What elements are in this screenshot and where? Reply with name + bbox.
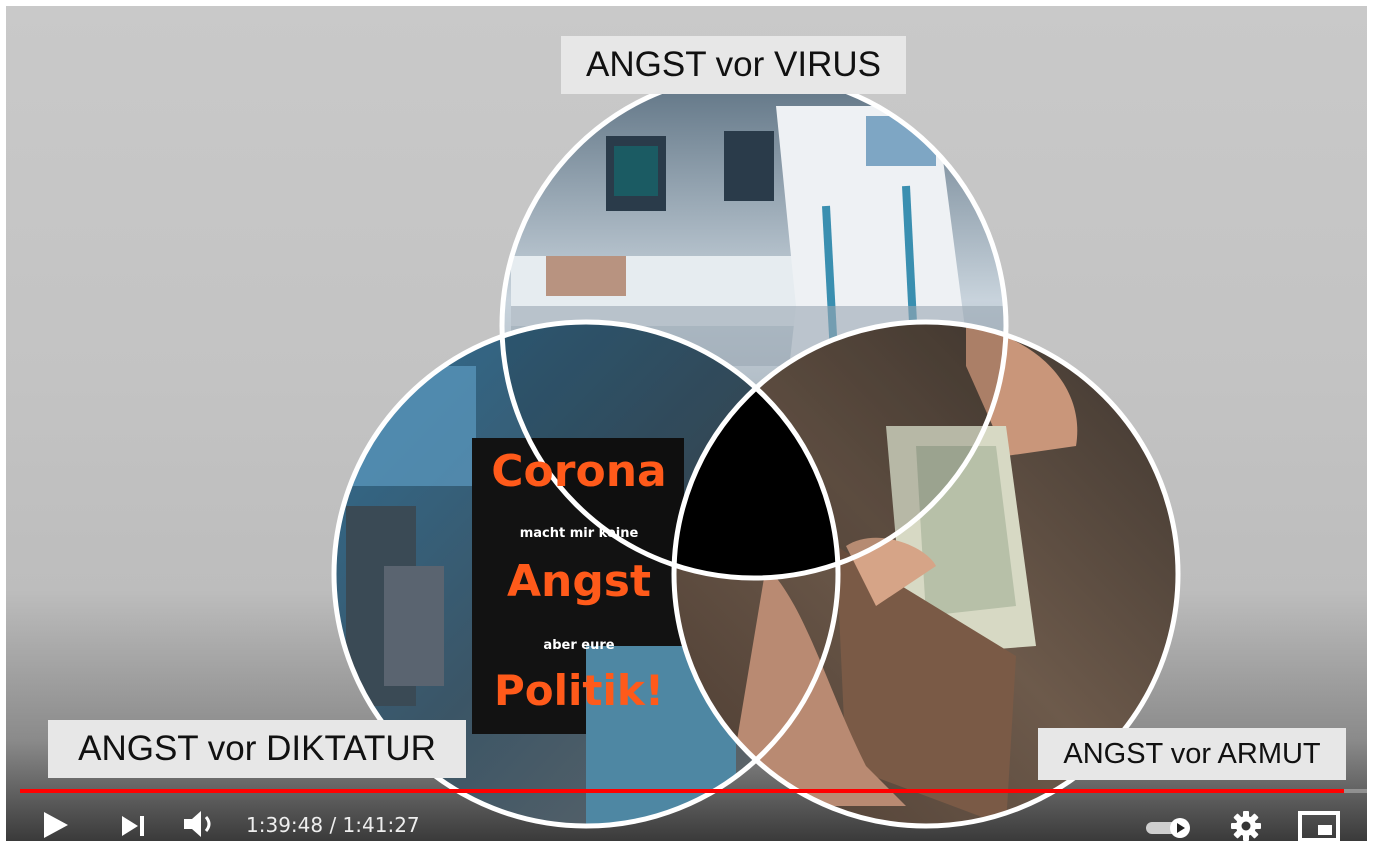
sign-line-macht: macht mir keine	[519, 526, 639, 541]
sign-line-corona: Corona	[491, 446, 667, 497]
circle-armut-outline	[671, 319, 1181, 829]
label-angst-diktatur: ANGST vor DIKTATUR	[48, 720, 466, 778]
label-angst-virus: ANGST vor VIRUS	[561, 36, 906, 94]
venn-diagram	[331, 71, 1181, 829]
next-icon[interactable]	[118, 812, 150, 840]
sign-line-angst: Angst	[506, 556, 652, 607]
label-angst-armut: ANGST vor ARMUT	[1038, 728, 1346, 780]
progress-bar[interactable]	[20, 789, 1367, 793]
sign-line-politik: Politik!	[494, 666, 664, 715]
settings-gear-icon[interactable]	[1230, 810, 1262, 841]
sign-line-aber: aber eure	[543, 638, 615, 653]
play-icon[interactable]	[40, 810, 70, 840]
circle-diktatur-outline	[331, 319, 841, 829]
time-display: 1:39:48 / 1:41:27	[246, 813, 420, 837]
progress-played	[20, 789, 1345, 793]
player-controls: 1:39:48 / 1:41:27	[6, 798, 1367, 841]
video-frame[interactable]: Corona macht mir keine Angst aber eure P…	[6, 6, 1367, 841]
volume-icon[interactable]	[182, 808, 222, 840]
autoplay-toggle-icon[interactable]	[1144, 816, 1198, 838]
miniplayer-icon[interactable]	[1296, 810, 1342, 841]
